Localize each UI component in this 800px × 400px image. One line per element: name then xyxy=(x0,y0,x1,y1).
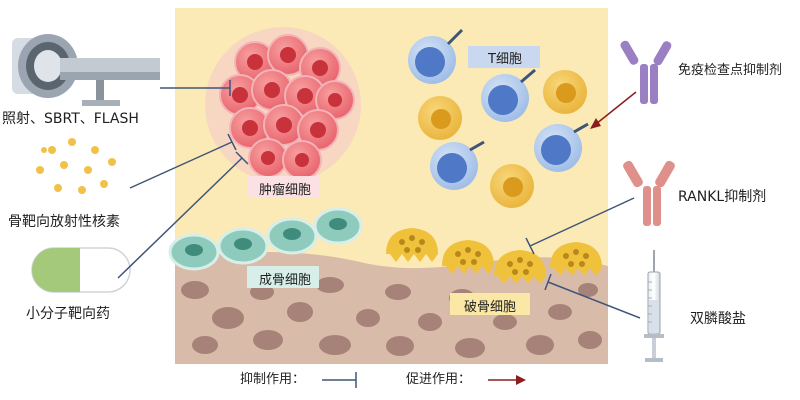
osteoclast-label-box xyxy=(450,293,530,315)
t-cell xyxy=(534,122,589,172)
label-t-cell: T细胞 xyxy=(488,52,522,67)
tumor-label-box xyxy=(247,176,319,198)
t-cell xyxy=(430,140,485,190)
checkpoint-promotes-t-cell-arrow xyxy=(590,91,637,129)
osteoblast xyxy=(266,217,318,255)
yellow-cell xyxy=(543,70,587,114)
yellow-cell xyxy=(418,96,462,140)
osteoblast xyxy=(313,207,363,245)
label-bisphosphonate: 双膦酸盐 xyxy=(690,311,746,327)
label-osteoblast: 成骨细胞 xyxy=(259,273,312,288)
legend-promote-glyph xyxy=(488,375,526,385)
radiation-inhibits-tumor xyxy=(160,80,231,96)
osteoblast-label-box xyxy=(247,266,319,288)
legend-inhibit-label: 抑制作用： xyxy=(240,372,306,387)
osteoblast xyxy=(168,233,220,271)
radionuclide-inhibits-tumor xyxy=(129,133,237,189)
t-cell xyxy=(481,68,536,122)
capsule-pill-icon xyxy=(31,247,131,293)
osteoblast-cells xyxy=(168,207,363,271)
inhibition-connectors xyxy=(117,80,641,319)
osteoclast xyxy=(494,250,546,284)
label-radiation-sbrt-flash: 照射、SBRT、FLASH xyxy=(2,111,139,127)
t-cells xyxy=(408,28,589,190)
label-immune-checkpoint-inhibitor: 免疫检查点抑制剂 xyxy=(678,63,783,78)
label-osteoclast: 破骨细胞 xyxy=(464,300,517,315)
checkpoint-inhibitor-antibody-icon xyxy=(620,40,672,104)
legend-promote-label: 促进作用： xyxy=(406,372,472,387)
bisphosphonate-inhibits-osteoclast xyxy=(544,273,641,319)
osteoclast xyxy=(442,240,494,274)
osteoclast-cells xyxy=(386,228,602,284)
small-molecule-inhibits-tumor xyxy=(117,151,249,279)
rankl-inhibits-osteoclast xyxy=(525,197,635,255)
osteoclast xyxy=(550,242,602,276)
rankl-inhibitor-antibody-icon xyxy=(623,160,675,226)
radionuclide-particles-icon xyxy=(36,138,116,194)
radiotherapy-machine-icon xyxy=(12,34,160,106)
t-cell-label-box xyxy=(468,46,540,68)
osteoblast xyxy=(217,227,269,265)
t-cell xyxy=(408,28,464,84)
tumor-cell-cluster xyxy=(205,27,361,183)
label-bone-targeted-radionuclide: 骨靶向放射性核素 xyxy=(8,214,120,230)
label-tumor-cell: 肿瘤细胞 xyxy=(259,183,312,198)
label-small-molecule-targeted-drug: 小分子靶向药 xyxy=(26,306,110,322)
osteoclast xyxy=(386,228,438,262)
legend-inhibit-glyph xyxy=(322,372,357,388)
yellow-cell xyxy=(490,164,534,208)
yellow-immune-cells xyxy=(418,70,587,208)
label-rankl-inhibitor: RANKL抑制剂 xyxy=(678,189,767,205)
syringe-icon xyxy=(644,250,664,362)
